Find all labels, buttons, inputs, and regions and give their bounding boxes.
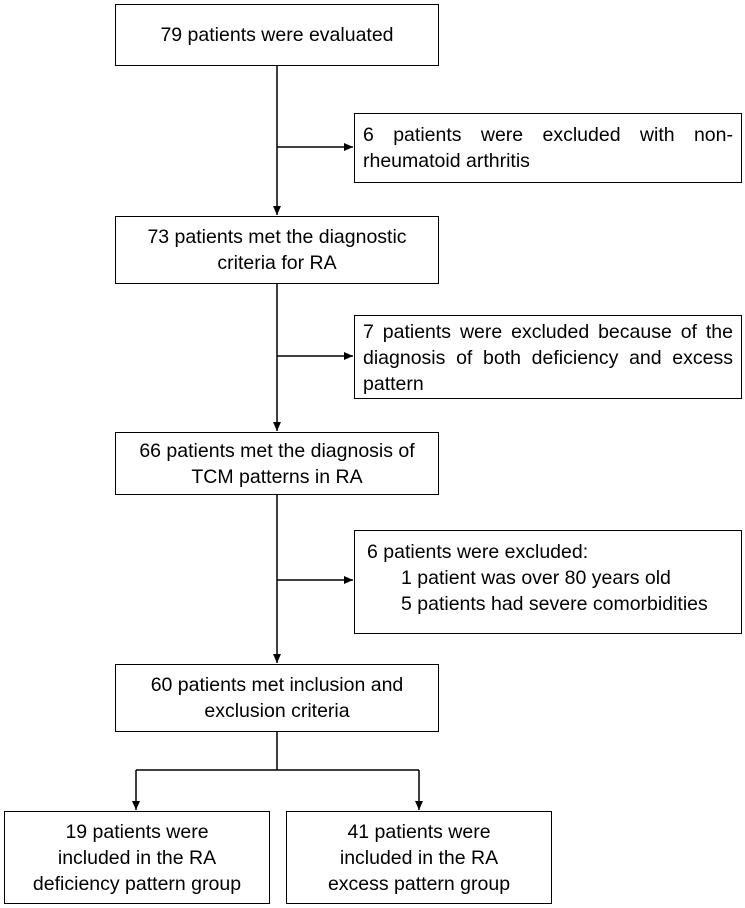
excess-line2: included in the RA [339, 846, 499, 869]
met-tcm-line2: TCM patterns in RA [191, 465, 363, 488]
met-tcm-box: 66 patients met the diagnosis of TCM pat… [115, 432, 439, 495]
inclusion-line2: exclusion criteria [204, 700, 350, 722]
met-criteria-line2: criteria for RA [217, 252, 337, 274]
excluded-both-box: 7 patients were excluded because of the … [354, 315, 742, 399]
inclusion-box: 60 patients met inclusion and exclusion … [115, 664, 439, 732]
excluded-other-item-comorbidity: 5 patients had severe comorbidities [401, 593, 708, 615]
excluded-other-box: 6 patients were excluded: 1 patient was … [354, 530, 742, 634]
excess-group-box: 41 patients were included in the RA exce… [286, 811, 552, 904]
deficiency-line3: deficiency pattern group [32, 872, 242, 895]
evaluated-box: 79 patients were evaluated [115, 4, 439, 66]
excluded-nonra-box: 6 patients were excluded with non-rheuma… [354, 113, 742, 183]
deficiency-line2: included in the RA [57, 846, 217, 869]
deficiency-line1: 19 patients were [65, 820, 209, 843]
excluded-other-item-age: 1 patient was over 80 years old [401, 567, 671, 589]
inclusion-line1: 60 patients met inclusion and [150, 674, 404, 696]
deficiency-group-box: 19 patients were included in the RA defi… [4, 811, 270, 904]
excluded-nonra-text: 6 patients were excluded with non-rheuma… [363, 124, 733, 172]
met-criteria-line1: 73 patients met the diagnostic [147, 226, 407, 248]
met-criteria-box: 73 patients met the diagnostic criteria … [115, 216, 439, 284]
evaluated-text: 79 patients were evaluated [160, 24, 394, 46]
met-tcm-line1: 66 patients met the diagnosis of [139, 439, 415, 462]
excess-line1: 41 patients were [347, 820, 491, 843]
excluded-other-title: 6 patients were excluded: [367, 541, 589, 563]
excluded-both-text: 7 patients were excluded because of the … [363, 321, 733, 395]
excess-line3: excess pattern group [327, 872, 511, 895]
